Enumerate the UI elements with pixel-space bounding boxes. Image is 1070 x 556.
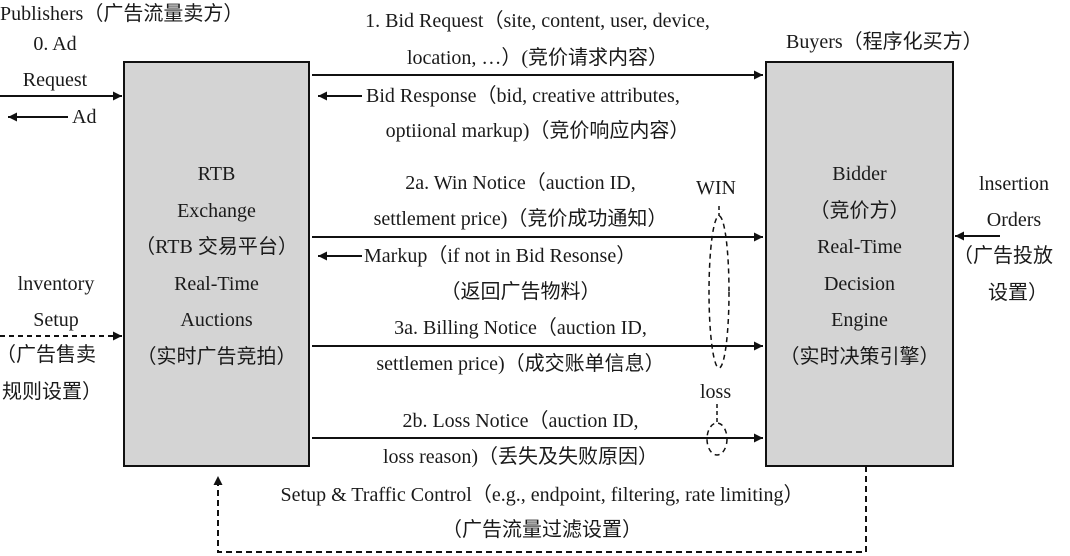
setup-traffic-label-1: Setup & Traffic Control（e.g., endpoint, … bbox=[280, 484, 804, 506]
billing-notice-label-2: settlemen price)（成交账单信息） bbox=[376, 353, 665, 375]
setup-traffic-label-2: （广告流量过滤设置） bbox=[442, 519, 642, 541]
inventory-setup-line2: Setup bbox=[33, 309, 79, 331]
exchange-line-2: Exchange bbox=[177, 200, 256, 222]
win-notice-label-2: settlement price)（竞价成功通知） bbox=[373, 208, 668, 230]
insertion-orders-line1: lnsertion bbox=[979, 173, 1049, 195]
bidder-line-2: （竞价方） bbox=[809, 200, 910, 222]
insertion-orders-line4: 设置） bbox=[988, 282, 1048, 304]
bid-request-label-2: location, …）(竞价请求内容） bbox=[406, 47, 669, 69]
loss-ellipse bbox=[706, 422, 728, 456]
inventory-setup-line3: （广告售卖 bbox=[0, 344, 96, 366]
insertion-orders-line3: （广告投放 bbox=[953, 245, 1053, 267]
exchange-line-6: （实时广告竞拍） bbox=[136, 346, 297, 368]
insertion-orders-line2: Orders bbox=[986, 209, 1042, 231]
exchange-line-1: RTB bbox=[197, 163, 236, 185]
exchange-line-4: Real-Time bbox=[174, 273, 259, 295]
ad-request-label-line1: 0. Ad bbox=[33, 33, 77, 55]
inventory-setup-line1: lnventory bbox=[17, 273, 95, 295]
win-notice-label-1: 2a. Win Notice（auction ID, bbox=[405, 172, 636, 194]
ad-label: Ad bbox=[72, 106, 97, 128]
ad-request-label-line2: Request bbox=[22, 69, 88, 91]
setup-traffic-loop bbox=[213, 466, 867, 553]
bid-request-label-1: 1. Bid Request（site, content, user, devi… bbox=[365, 10, 710, 32]
win-ellipse bbox=[708, 215, 730, 369]
loss-label: loss bbox=[700, 381, 732, 403]
rtb-exchange-box bbox=[123, 61, 310, 467]
buyers-title: Buyers（程序化买方） bbox=[786, 31, 983, 53]
bid-response-label-2: optiional markup)（竞价响应内容） bbox=[385, 120, 690, 142]
bidder-box bbox=[765, 61, 954, 467]
loss-notice-label-2: loss reason)（丢失及失败原因） bbox=[383, 446, 658, 468]
bidder-line-3: Real-Time bbox=[817, 236, 902, 258]
publishers-title: Publishers（广告流量卖方） bbox=[0, 3, 244, 25]
markup-label-1: Markup（if not in Bid Resonse） bbox=[364, 245, 637, 267]
win-label: WIN bbox=[696, 177, 736, 199]
billing-notice-label-1: 3a. Billing Notice（auction ID, bbox=[394, 317, 647, 339]
bidder-line-5: Engine bbox=[831, 309, 888, 331]
bidder-line-6: （实时决策引擎） bbox=[779, 346, 940, 368]
markup-label-2: （返回广告物料） bbox=[440, 281, 601, 303]
bidder-line-1: Bidder bbox=[832, 163, 887, 185]
inventory-setup-line4: 规则设置） bbox=[2, 381, 102, 403]
bid-response-label-1: Bid Response（bid, creative attributes, bbox=[366, 85, 680, 107]
bidder-line-4: Decision bbox=[823, 273, 896, 295]
exchange-line-3: （RTB 交易平台） bbox=[135, 236, 298, 258]
exchange-line-5: Auctions bbox=[180, 309, 253, 331]
loss-notice-label-1: 2b. Loss Notice（auction ID, bbox=[402, 410, 639, 432]
